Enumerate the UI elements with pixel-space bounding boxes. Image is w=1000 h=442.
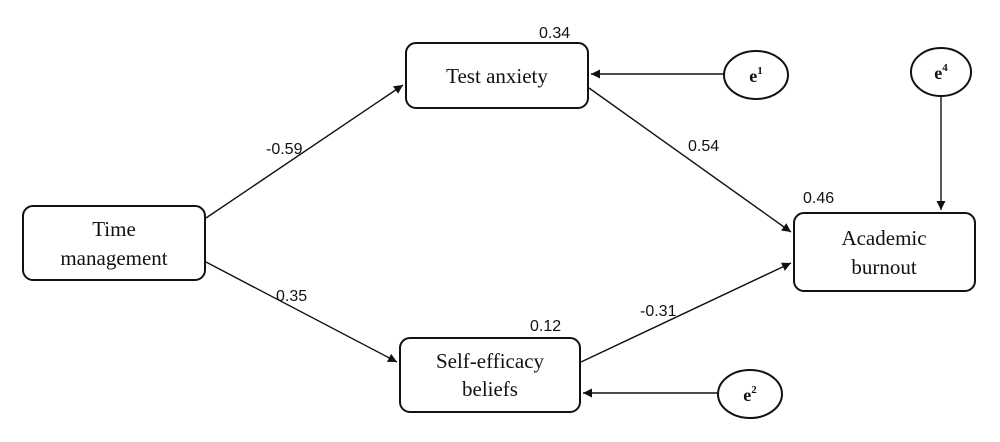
edge-time-management-to-self-efficacy	[205, 261, 398, 363]
node-time-management: Time management	[22, 205, 206, 281]
node-test-anxiety: Test anxiety 0.34	[405, 25, 589, 109]
error-e4: e4	[910, 47, 972, 97]
coef-tm-to-se: 0.35	[276, 288, 307, 305]
edge-test-anxiety-to-academic-burnout	[588, 87, 792, 233]
node-time-management-line-2: management	[60, 246, 167, 270]
error-e1: e1	[723, 50, 789, 100]
node-self-efficacy-line-2: beliefs	[462, 377, 518, 401]
error-e2-label: e2	[743, 384, 757, 405]
error-e4-label: e4	[934, 62, 948, 83]
node-academic-burnout-line-1: Academic	[841, 226, 926, 250]
edge-self-efficacy-to-academic-burnout	[580, 262, 792, 363]
r2-test-anxiety: 0.34	[539, 25, 570, 42]
coef-se-to-ab: -0.31	[640, 303, 677, 320]
edge-time-management-to-test-anxiety	[205, 84, 404, 219]
node-test-anxiety-label: Test anxiety	[446, 64, 548, 88]
coef-tm-to-ta: -0.59	[266, 141, 303, 158]
node-time-management-line-1: Time	[92, 217, 136, 241]
node-academic-burnout-line-2: burnout	[851, 255, 916, 279]
node-self-efficacy-beliefs: Self-efficacy beliefs 0.12	[399, 318, 581, 413]
node-self-efficacy-line-1: Self-efficacy	[436, 349, 545, 373]
r2-self-efficacy: 0.12	[530, 318, 561, 335]
r2-academic-burnout: 0.46	[803, 190, 834, 207]
coef-ta-to-ab: 0.54	[688, 138, 719, 155]
node-academic-burnout: Academic burnout 0.46	[793, 190, 976, 292]
error-e2: e2	[717, 369, 783, 419]
error-e1-label: e1	[749, 65, 763, 86]
